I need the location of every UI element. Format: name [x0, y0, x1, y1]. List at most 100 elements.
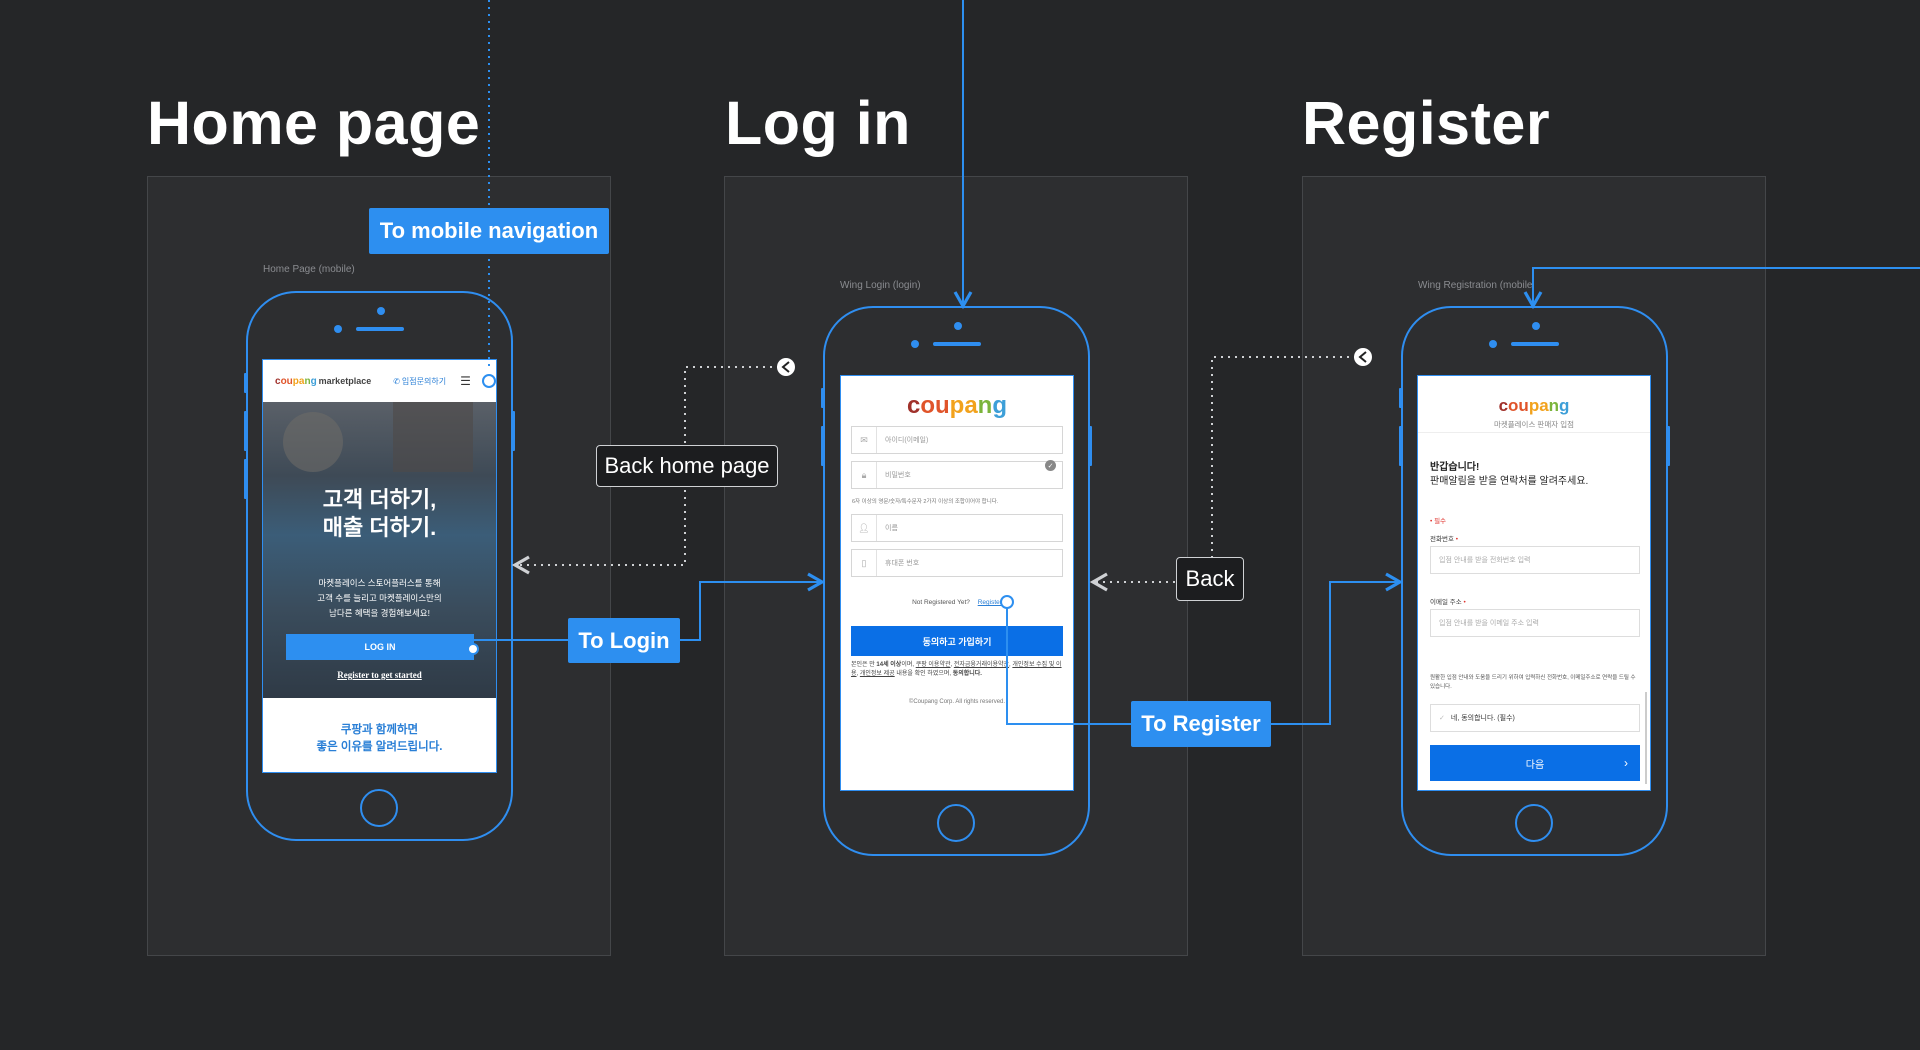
hero-image: 고객 더하기, 매출 더하기. 마켓플레이스 스토어플러스를 통해 고객 수를 … — [263, 402, 496, 698]
coupang-logo: coupang — [1498, 396, 1570, 415]
email-label: 이메일 주소 • — [1430, 596, 1466, 606]
scrollbar[interactable] — [1645, 692, 1647, 784]
password-placeholder: 비밀번호 — [885, 472, 911, 479]
required-mark: • — [1463, 599, 1466, 606]
marketplace-label: marketplace — [318, 376, 372, 386]
back-home-origin — [777, 358, 795, 376]
home-header: coupang marketplace ✆입점문의하기 ☰ — [263, 360, 496, 402]
next-label: 다음 — [1525, 759, 1545, 771]
check-circle-icon: ✓ — [1439, 715, 1445, 722]
hero-desc-line: 마켓플레이스 스토어플러스를 통해 — [318, 578, 441, 588]
check-icon: ✓ — [1045, 460, 1056, 471]
agree-checkbox[interactable]: ✓ 네, 동의합니다. (필수) — [1430, 704, 1640, 732]
terms-link[interactable]: 개인정보 수집 및 이용 — [851, 662, 1062, 677]
chevron-left-icon — [1358, 351, 1367, 363]
frame-label-register: Wing Registration (mobile — [1418, 280, 1533, 291]
mobile-icon: ▯ — [852, 550, 877, 576]
agree-label: 네, 동의합니다. (필수) — [1450, 715, 1515, 722]
phone-label: 전화번호 • — [1430, 533, 1458, 543]
terms-part: 내용을 확인 하였으며, — [894, 671, 953, 677]
speaker — [1511, 342, 1559, 346]
hero-desc-line: 남다른 혜택을 경험해보세요! — [329, 608, 430, 618]
hamburger-menu-icon[interactable]: ☰ — [460, 374, 471, 388]
side-button — [1089, 426, 1092, 466]
phone-inquiry-label: 입점문의하기 — [401, 376, 447, 386]
register-link[interactable]: Register — [977, 599, 1002, 606]
greeting: 반갑습니다! — [1430, 462, 1480, 473]
phone-label-text: 전화번호 — [1430, 536, 1454, 543]
to-login-tag: To Login — [568, 618, 680, 663]
to-register-tag: To Register — [1131, 701, 1271, 747]
frame-label-login: Wing Login (login) — [840, 280, 921, 291]
side-button — [512, 411, 515, 451]
hero-decor — [283, 412, 343, 472]
hero-description: 마켓플레이스 스토어플러스를 통해 고객 수를 늘리고 마켓플레이스만의 남다른… — [263, 576, 496, 621]
hero-decor — [393, 402, 473, 472]
name-field[interactable]: 👤︎ 이름 — [851, 514, 1063, 542]
camera-dot — [954, 322, 962, 330]
bottom-line: 쿠팡과 함께하면 — [340, 724, 419, 736]
required-mark: • — [1455, 536, 1459, 543]
register-connector-dot — [1000, 595, 1014, 609]
speaker — [933, 342, 981, 346]
phone-field[interactable]: ▯ 휴대폰 번호 — [851, 549, 1063, 577]
terms-part: 본인은 만 — [851, 662, 877, 668]
sensor-dot — [911, 340, 919, 348]
nav-connector-dot — [482, 374, 496, 388]
agree-signup-button[interactable]: 동의하고 가입하기 — [851, 626, 1063, 656]
home-button — [1515, 804, 1553, 842]
speaker — [356, 327, 404, 331]
phone-inquiry-link[interactable]: ✆입점문의하기 — [393, 376, 446, 387]
bottom-line: 좋은 이유를 알려드립니다. — [316, 741, 443, 753]
home-screen: coupang marketplace ✆입점문의하기 ☰ 고객 더하기, 매출… — [262, 359, 497, 773]
section-title-login: Log in — [725, 89, 911, 157]
login-screen: coupang ✉ 아이디(이메일) 🔒︎ 비밀번호 ✓ 6자 이상의 영문/숫… — [840, 375, 1074, 791]
terms-text: 본인은 만 14세 이상이며, 쿠팡 이용약관, 전자금융거래이용약관, 개인정… — [851, 661, 1063, 679]
chevron-right-icon: › — [1624, 756, 1628, 770]
email-label-text: 이메일 주소 — [1430, 599, 1462, 606]
password-field[interactable]: 🔒︎ 비밀번호 ✓ — [851, 460, 1063, 489]
side-button — [1399, 388, 1402, 408]
terms-part: 동의합니다. — [952, 671, 982, 677]
to-mobile-navigation-tag: To mobile navigation — [369, 208, 609, 254]
camera-dot — [377, 307, 385, 315]
hero-line: 매출 더하기. — [322, 515, 437, 540]
email-input[interactable]: 입점 안내를 받을 이메일 주소 입력 — [1430, 609, 1640, 637]
phone-placeholder: 휴대폰 번호 — [885, 560, 920, 567]
side-button — [821, 388, 824, 408]
register-link[interactable]: Register to get started — [337, 670, 422, 680]
divider — [1418, 432, 1650, 433]
not-registered-text: Not Registered Yet? — [912, 599, 970, 606]
id-field[interactable]: ✉ 아이디(이메일) — [851, 426, 1063, 454]
not-registered-row: Not Registered Yet? Register — [841, 599, 1073, 606]
login-button[interactable]: LOG IN — [286, 634, 474, 660]
hero-headline: 고객 더하기, 매출 더하기. — [263, 486, 496, 542]
terms-part: 14세 이상 — [876, 662, 902, 668]
sensor-dot — [1489, 340, 1497, 348]
phone-input[interactable]: 입점 안내를 받을 전화번호 입력 — [1430, 546, 1640, 574]
back-tag: Back — [1176, 557, 1244, 601]
terms-part: , — [1009, 662, 1013, 668]
terms-link[interactable]: 개인정보 제공 — [859, 671, 895, 677]
terms-part: , — [950, 662, 954, 668]
phone-icon: ✆ — [393, 376, 400, 386]
frame-label-home: Home Page (mobile) — [263, 264, 355, 275]
terms-link[interactable]: 쿠팡 이용약관 — [915, 662, 951, 668]
side-button — [244, 459, 247, 499]
hero-line: 고객 더하기, — [322, 487, 437, 512]
sensor-dot — [334, 325, 342, 333]
login-connector-dot — [467, 643, 479, 655]
password-hint: 6자 이상의 영문/숫자/특수문자 2가지 이상의 조합이어야 합니다. — [852, 499, 999, 505]
prompt: 판매알림을 받을 연락처를 알려주세요. — [1430, 476, 1589, 487]
required-note: • 필수 — [1430, 518, 1447, 525]
home-bottom-banner: 쿠팡과 함께하면 좋은 이유를 알려드립니다. — [263, 698, 496, 772]
side-button — [1399, 426, 1402, 466]
home-button — [937, 804, 975, 842]
next-button[interactable]: 다음 › — [1430, 745, 1640, 781]
user-icon: 👤︎ — [852, 515, 877, 541]
lock-icon: 🔒︎ — [852, 462, 877, 488]
side-button — [821, 426, 824, 466]
terms-link[interactable]: 전자금융거래이용약관 — [953, 662, 1010, 668]
home-button — [360, 789, 398, 827]
